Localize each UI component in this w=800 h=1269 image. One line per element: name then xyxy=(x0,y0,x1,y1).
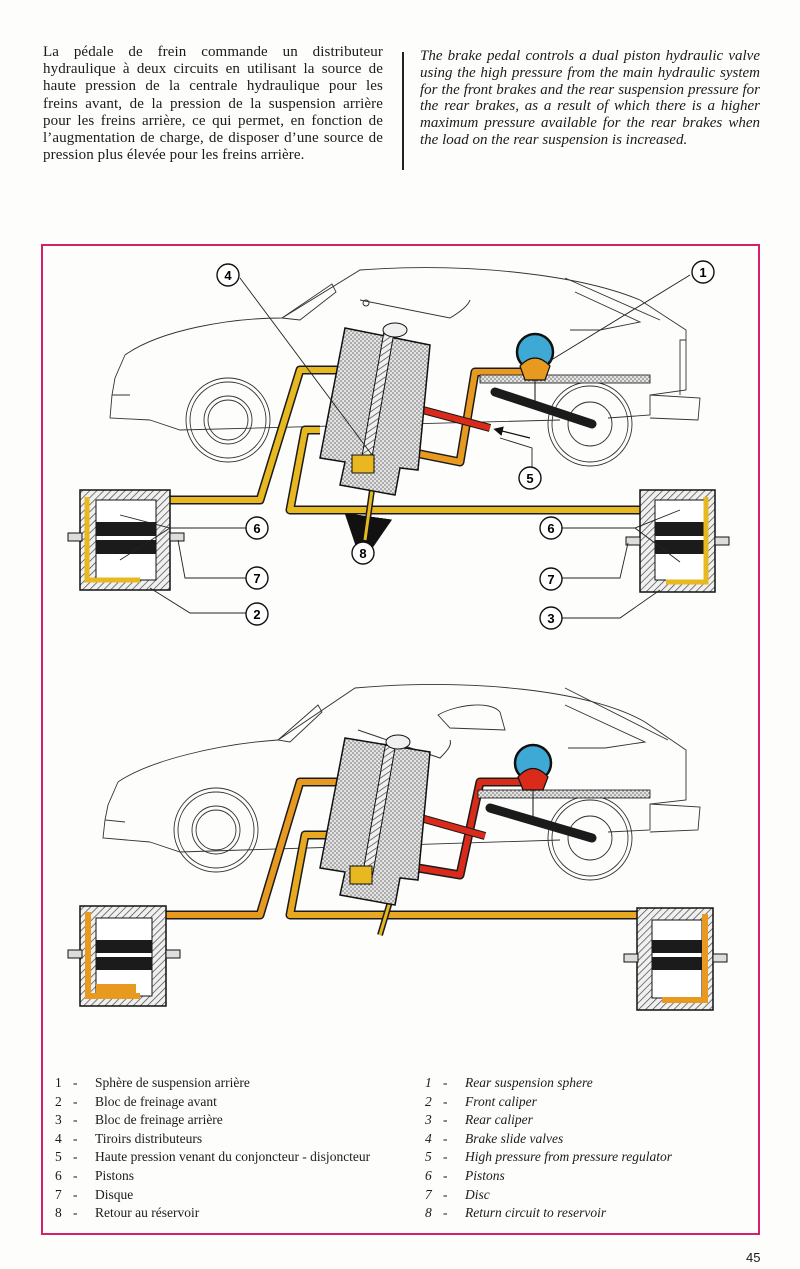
callout-6-rear: 6 xyxy=(539,516,563,540)
svg-text:5: 5 xyxy=(526,471,533,486)
page-number: 45 xyxy=(746,1250,761,1265)
diagram-frame xyxy=(41,244,760,1235)
callout-1: 1 xyxy=(691,260,715,284)
bottom-diagram xyxy=(67,684,728,1011)
legend-item: 2-Front caliper xyxy=(425,1093,537,1109)
svg-text:4: 4 xyxy=(224,268,232,283)
intro-paragraph-french: La pédale de frein commande un distribut… xyxy=(43,44,383,164)
pedal-pivot-top xyxy=(362,299,370,307)
legend-item: 1-Rear suspension sphere xyxy=(425,1075,593,1090)
front-wheel-top xyxy=(185,377,271,463)
callout-leaders-top xyxy=(119,274,691,619)
legend-item: 8-Retour au réservoir xyxy=(55,1205,200,1221)
legend-item: 6-Pistons xyxy=(425,1167,505,1183)
legend-item: 4-Brake slide valves xyxy=(425,1130,564,1146)
car-outline-bottom xyxy=(102,684,701,853)
svg-text:6: 6 xyxy=(253,521,260,536)
column-divider xyxy=(402,52,404,170)
svg-text:7: 7 xyxy=(253,571,260,586)
legend-item: 7-Disque xyxy=(55,1186,134,1202)
brake-valve-top xyxy=(319,322,431,496)
callout-4: 4 xyxy=(216,263,240,287)
legend-french: 1-Sphère de suspension arrière 2-Bloc de… xyxy=(55,1074,370,1223)
callout-7-front: 7 xyxy=(245,566,269,590)
callout-8: 8 xyxy=(351,541,375,565)
svg-text:1: 1 xyxy=(699,265,706,280)
callout-3: 3 xyxy=(539,606,563,630)
legend-item: 8-Return circuit to reservoir xyxy=(425,1205,607,1221)
front-caliper-bottom xyxy=(67,905,181,1007)
legend-item: 5-High pressure from pressure regulator xyxy=(425,1149,672,1165)
legend-item: 1-Sphère de suspension arrière xyxy=(55,1075,250,1090)
legend-item: 3-Rear caliper xyxy=(425,1112,533,1128)
legend-item: 7-Disc xyxy=(425,1186,490,1202)
rear-caliper-bottom xyxy=(623,907,728,1011)
driver-foot-bottom xyxy=(437,704,506,731)
car-outline-top xyxy=(109,267,701,431)
rear-caliper-top xyxy=(625,489,730,593)
legend-english: 1-Rear suspension sphere 2-Front caliper… xyxy=(425,1074,672,1223)
svg-text:6: 6 xyxy=(547,521,554,536)
svg-text:2: 2 xyxy=(253,607,260,622)
svg-text:3: 3 xyxy=(547,611,554,626)
rear-suspension-sphere-top xyxy=(479,332,651,429)
svg-text:7: 7 xyxy=(547,572,554,587)
legend-item: 5-Haute pression venant du conjoncteur -… xyxy=(55,1149,371,1165)
front-wheel-bottom xyxy=(173,787,259,873)
rear-suspension-sphere-bottom xyxy=(477,743,651,843)
brake-pedal-arm-top xyxy=(359,299,471,319)
legend-item: 4-Tiroirs distributeurs xyxy=(55,1130,203,1146)
brake-pedal-arm-bottom xyxy=(357,729,451,759)
svg-text:8: 8 xyxy=(359,546,366,561)
legend-item: 6-Pistons xyxy=(55,1167,135,1183)
high-pressure-arrow-top xyxy=(493,426,531,439)
rear-wheel-top xyxy=(547,381,633,467)
callout-6-front: 6 xyxy=(245,516,269,540)
callout-5: 5 xyxy=(518,466,542,490)
top-diagram: 4 1 5 8 6 7 2 6 xyxy=(67,260,730,630)
brake-valve-bottom xyxy=(319,734,431,906)
legend-item: 2-Bloc de freinage avant xyxy=(55,1093,217,1109)
intro-paragraph-english: The brake pedal controls a dual piston h… xyxy=(420,48,760,148)
callout-2: 2 xyxy=(245,602,269,626)
legend-item: 3-Bloc de freinage arrière xyxy=(55,1112,223,1128)
front-caliper-top xyxy=(67,489,185,591)
callout-7-rear: 7 xyxy=(539,567,563,591)
